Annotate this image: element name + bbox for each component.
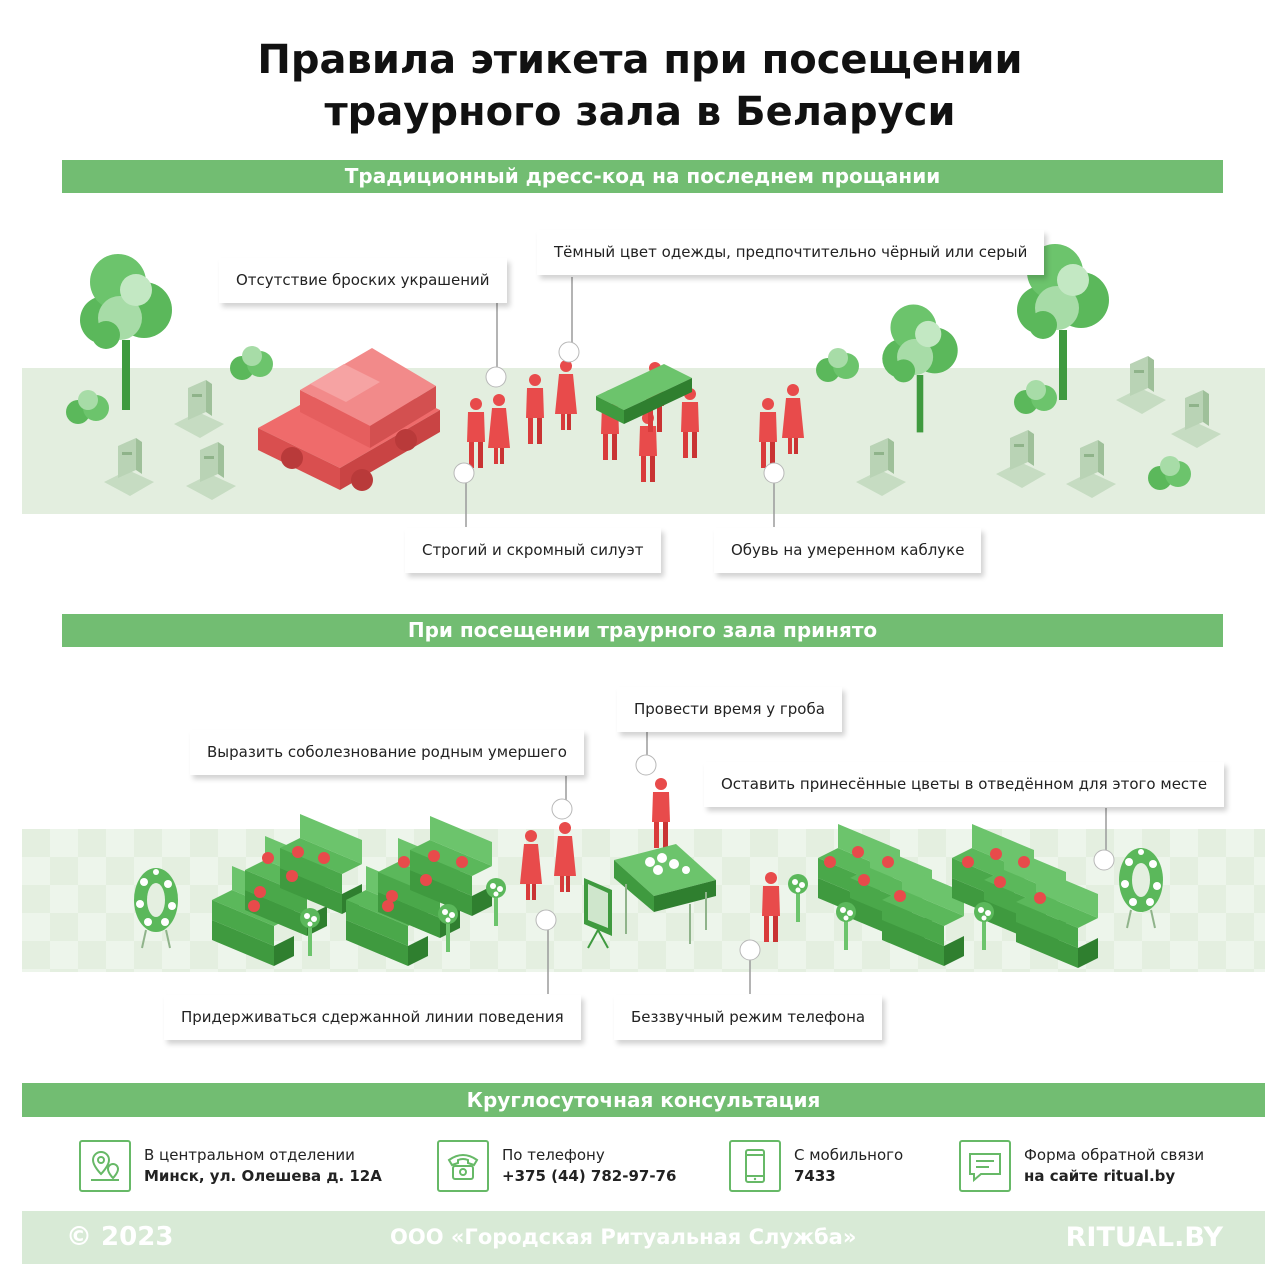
callout-dark-clothes: Тёмный цвет одежды, предпочтительно чёрн… [537,230,1045,275]
location-pin-icon [79,1140,131,1192]
section-header-dress-code: Традиционный дресс-код на последнем прощ… [62,160,1223,193]
callout-flowers: Оставить принесённые цветы в отведённом … [704,762,1225,807]
page-title-line2: траурного зала в Беларуси [324,89,956,135]
telephone-icon [437,1140,489,1192]
section-header-consult: Круглосуточная консультация [22,1083,1265,1117]
contact-mobile-label: С мобильного [794,1146,904,1164]
callout-time-coffin: Провести время у гроба [617,687,842,732]
contact-phone-number[interactable]: +375 (44) 782-97-76 [502,1167,677,1185]
callout-behavior: Придерживаться сдержанной линии поведени… [164,995,581,1040]
footer-organization: ООО «Городская Ритуальная Служба» [390,1225,857,1249]
contact-phone-label: По телефону [502,1146,605,1164]
feedback-chat-icon [959,1140,1011,1192]
contact-feedback-label: Форма обратной связи [1024,1146,1205,1164]
callout-silhouette: Строгий и скромный силуэт [405,528,661,573]
contact-office-address: Минск, ул. Олешева д. 12А [144,1167,382,1185]
cemetery-scene-band [22,368,1265,514]
hall-scene-band [22,829,1265,972]
contact-office-label: В центральном отделении [144,1146,355,1164]
callout-condolence: Выразить соболезнование родным умершего [190,730,584,775]
callout-phone: Беззвучный режим телефона [614,995,883,1040]
footer-site-link[interactable]: RITUAL.BY [1065,1222,1223,1253]
page-title-line1: Правила этикета при посещении [257,37,1023,83]
callout-shoes: Обувь на умеренном каблуке [714,528,982,573]
contact-mobile-number[interactable]: 7433 [794,1167,836,1185]
contact-feedback-site[interactable]: на сайте ritual.by [1024,1167,1176,1185]
section-header-hall: При посещении траурного зала принято [62,614,1223,647]
footer-copyright: © 2023 [66,1222,174,1252]
mobile-phone-icon [729,1140,781,1192]
page-title: Правила этикета при посещении траурного … [0,34,1280,138]
footer: © 2023 ООО «Городская Ритуальная Служба»… [22,1211,1265,1264]
callout-no-jewelry: Отсутствие броских украшений [219,258,507,303]
